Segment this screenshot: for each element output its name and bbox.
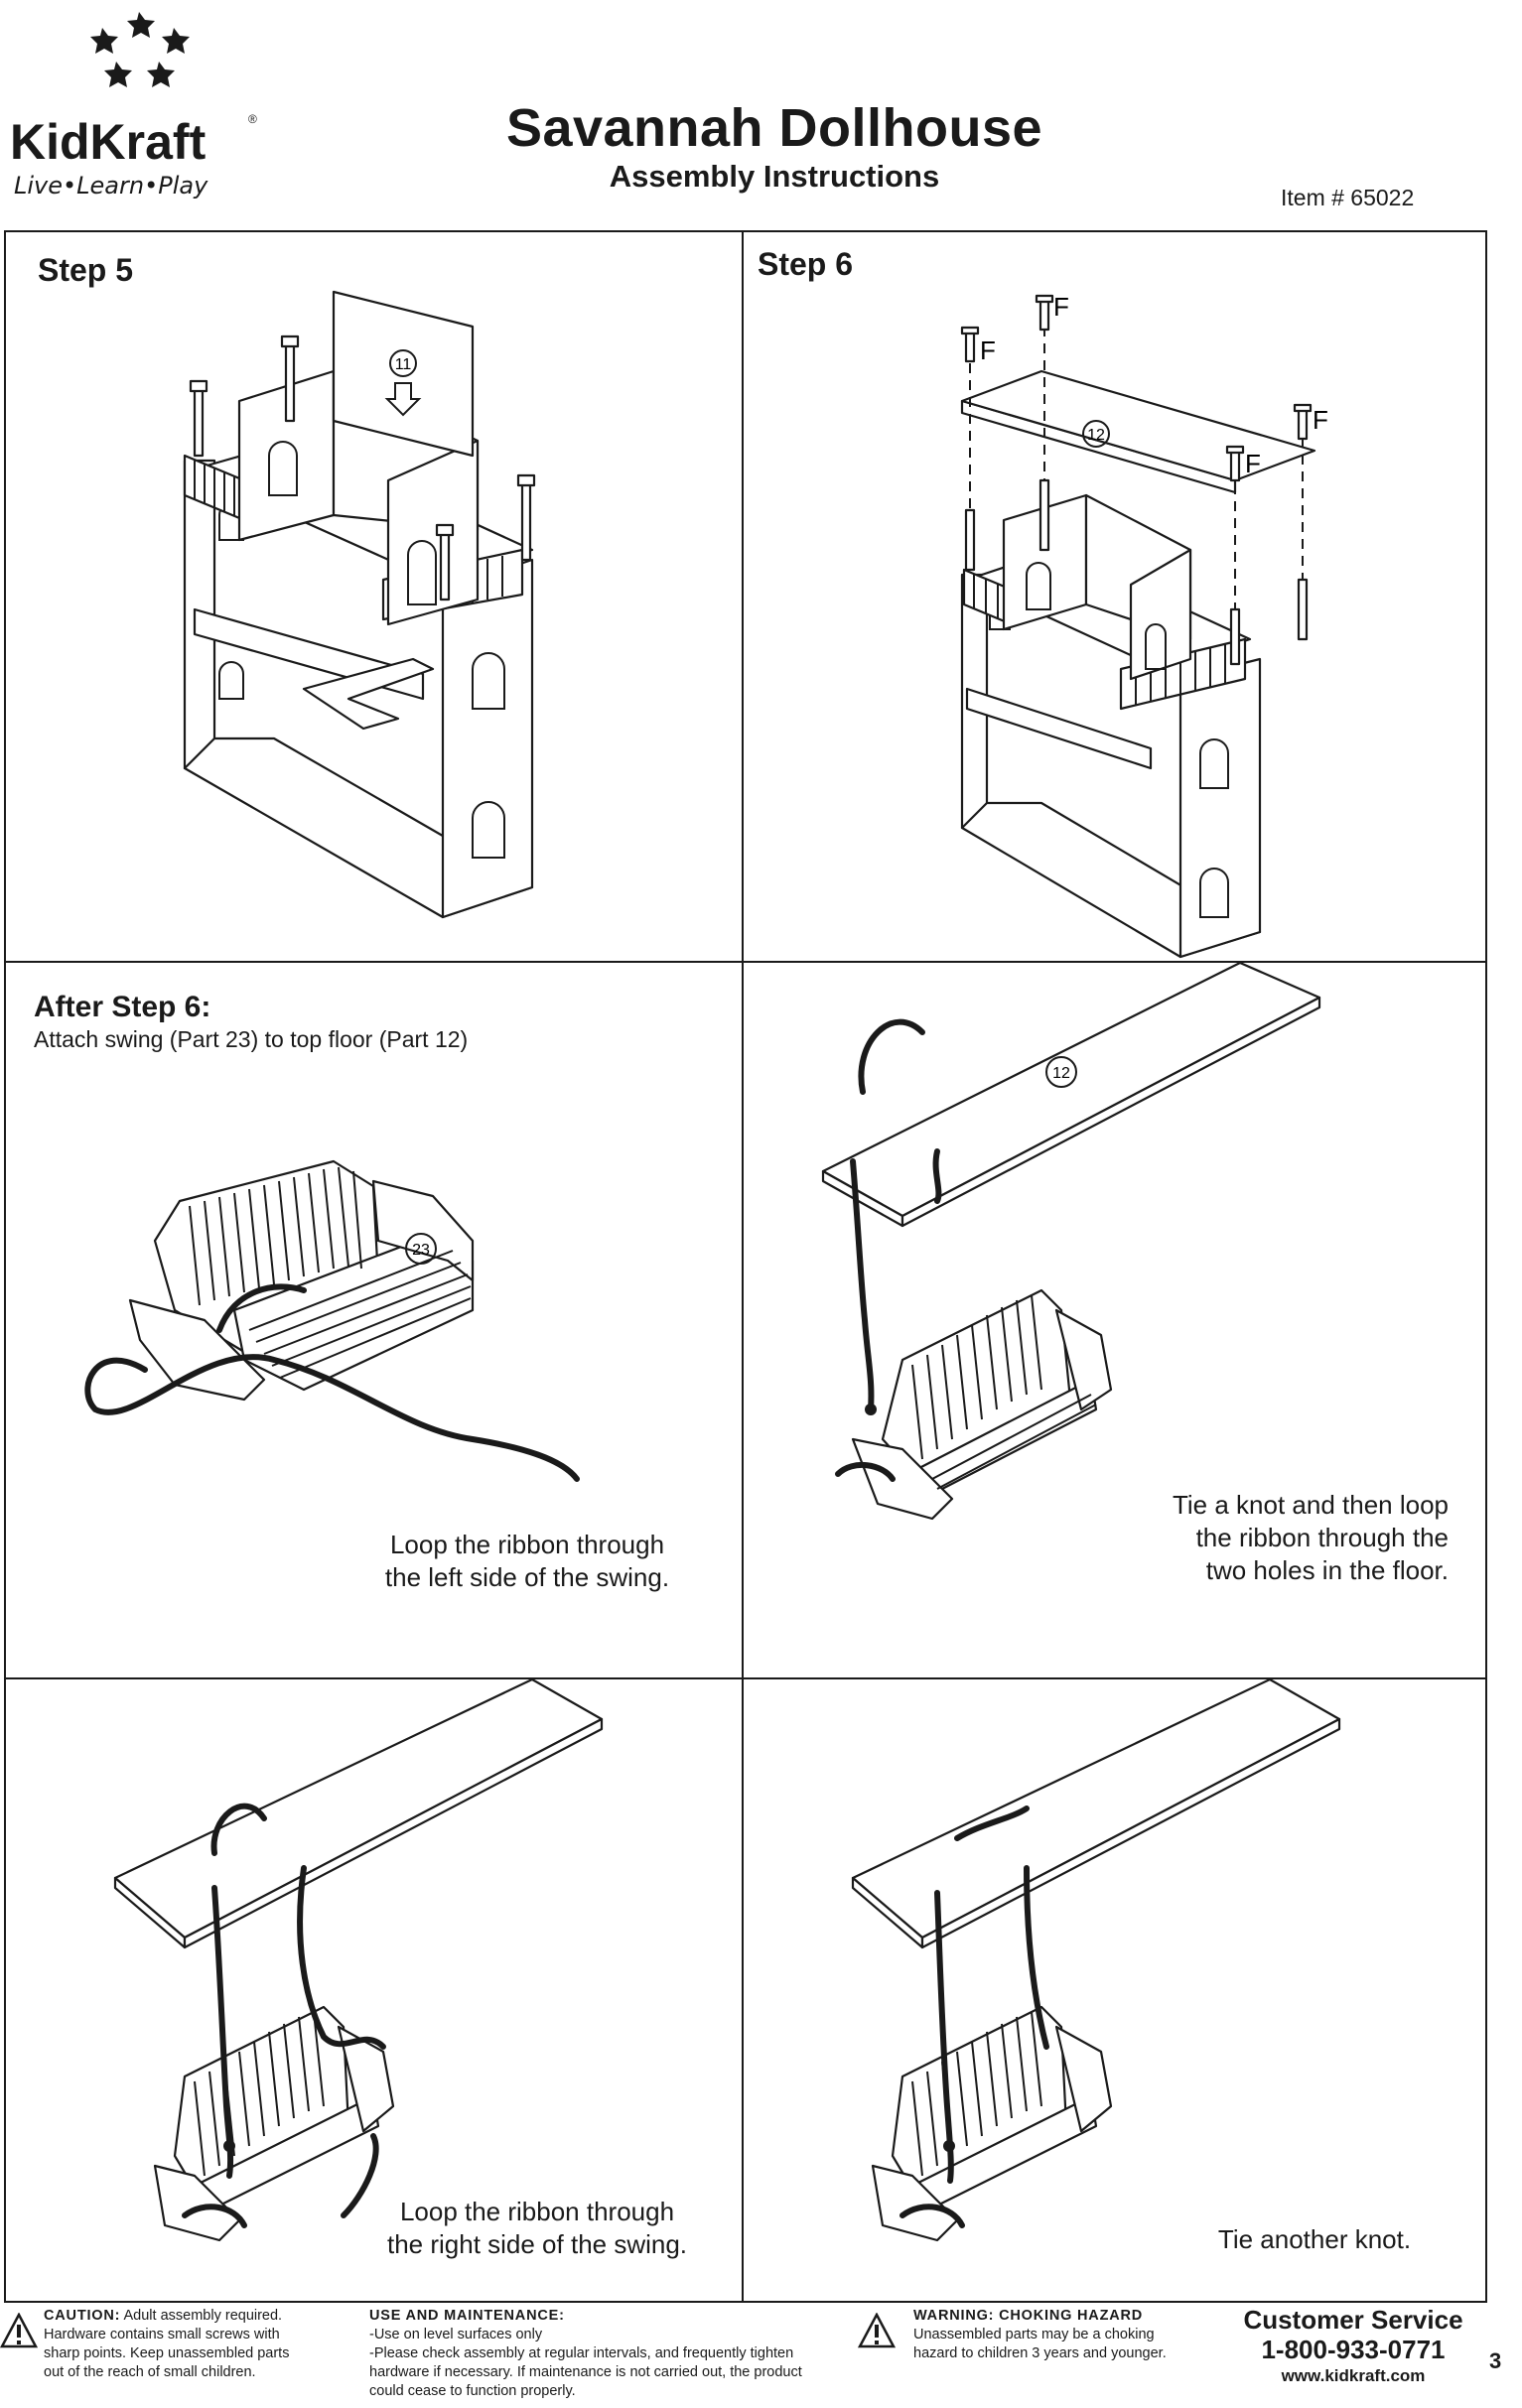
grid-divider-row1 — [6, 961, 1485, 963]
swing-illustration-4 — [851, 1679, 1341, 2242]
panel2-caption: Tie a knot and then loop the ribbon thro… — [1172, 1490, 1449, 1585]
choking-hazard-warning: WARNING: CHOKING HAZARD Unassembled part… — [913, 2308, 1167, 2361]
step6-title: Step 6 — [758, 246, 854, 282]
page-number: 3 — [1489, 2348, 1502, 2373]
customer-service-title: Customer Service — [1243, 2305, 1463, 2335]
warning-triangle-icon — [858, 2313, 896, 2348]
brand-tagline: Live•Learn•Play — [14, 172, 208, 200]
fastener-f-label-4: F — [1313, 405, 1328, 435]
step5-illustration: 11 — [183, 290, 536, 919]
panel3-caption: Loop the ribbon through the right side o… — [386, 2197, 688, 2259]
step5-title: Step 5 — [38, 252, 134, 288]
panel1-caption: Loop the ribbon through the left side of… — [384, 1530, 670, 1592]
warning-triangle-icon — [0, 2313, 38, 2348]
customer-service-website[interactable]: www.kidkraft.com — [1281, 2366, 1426, 2385]
part-11-label: 11 — [395, 356, 412, 373]
step6-illustration: 12 F F F F — [960, 292, 1328, 959]
kidkraft-logo: KidKraft ® Live•Learn•Play — [10, 0, 258, 203]
panel4-caption: Tie another knot. — [1217, 2224, 1412, 2254]
star-icon — [90, 12, 190, 87]
page-subtitle: Assembly Instructions — [609, 159, 940, 194]
step5-panel: Step 5 — [6, 232, 742, 961]
fastener-f-label-3: F — [1245, 449, 1261, 478]
svg-text:®: ® — [248, 112, 257, 126]
page-title: Savannah Dollhouse — [505, 98, 1043, 158]
part-12-label: 12 — [1087, 427, 1105, 444]
part-23-label: 23 — [412, 1242, 430, 1259]
after-step6-panel-1: After Step 6: Attach swing (Part 23) to … — [6, 963, 742, 1677]
swing-illustration-2: 12 — [821, 963, 1321, 1521]
grid-divider-vertical — [742, 232, 744, 2301]
customer-service-phone[interactable]: 1-800-933-0771 — [1261, 2335, 1446, 2364]
swing-illustration-1: 23 — [84, 1159, 580, 1482]
caution-notice: CAUTION: Adult assembly required. Hardwa… — [44, 2308, 290, 2380]
item-number: Item # 65022 — [1281, 185, 1415, 210]
fastener-f-label-2: F — [1053, 292, 1069, 322]
swing-illustration-3 — [113, 1679, 604, 2242]
instruction-grid: Step 5 — [4, 230, 1487, 2303]
grid-divider-row2 — [6, 1677, 1485, 1679]
footer: CAUTION: Adult assembly required. Hardwa… — [0, 2305, 1522, 2408]
after-step6-panel-2: 12 Tie a knot and then loop the ribbon t… — [744, 963, 1487, 1677]
after-step6-panel-3: Loop the ribbon through the right side o… — [6, 1679, 742, 2301]
brand-name: KidKraft — [10, 114, 207, 170]
step6-panel: Step 6 — [744, 232, 1487, 961]
after-step6-subtitle: Attach swing (Part 23) to top floor (Par… — [34, 1026, 469, 1052]
after-step6-title: After Step 6: — [34, 991, 211, 1023]
use-and-maintenance: USE AND MAINTENANCE: -Use on level surfa… — [369, 2308, 802, 2399]
part-12-label-panel2: 12 — [1052, 1065, 1070, 1082]
after-step6-panel-4: Tie another knot. — [744, 1679, 1487, 2301]
fastener-f-label-1: F — [980, 335, 996, 365]
